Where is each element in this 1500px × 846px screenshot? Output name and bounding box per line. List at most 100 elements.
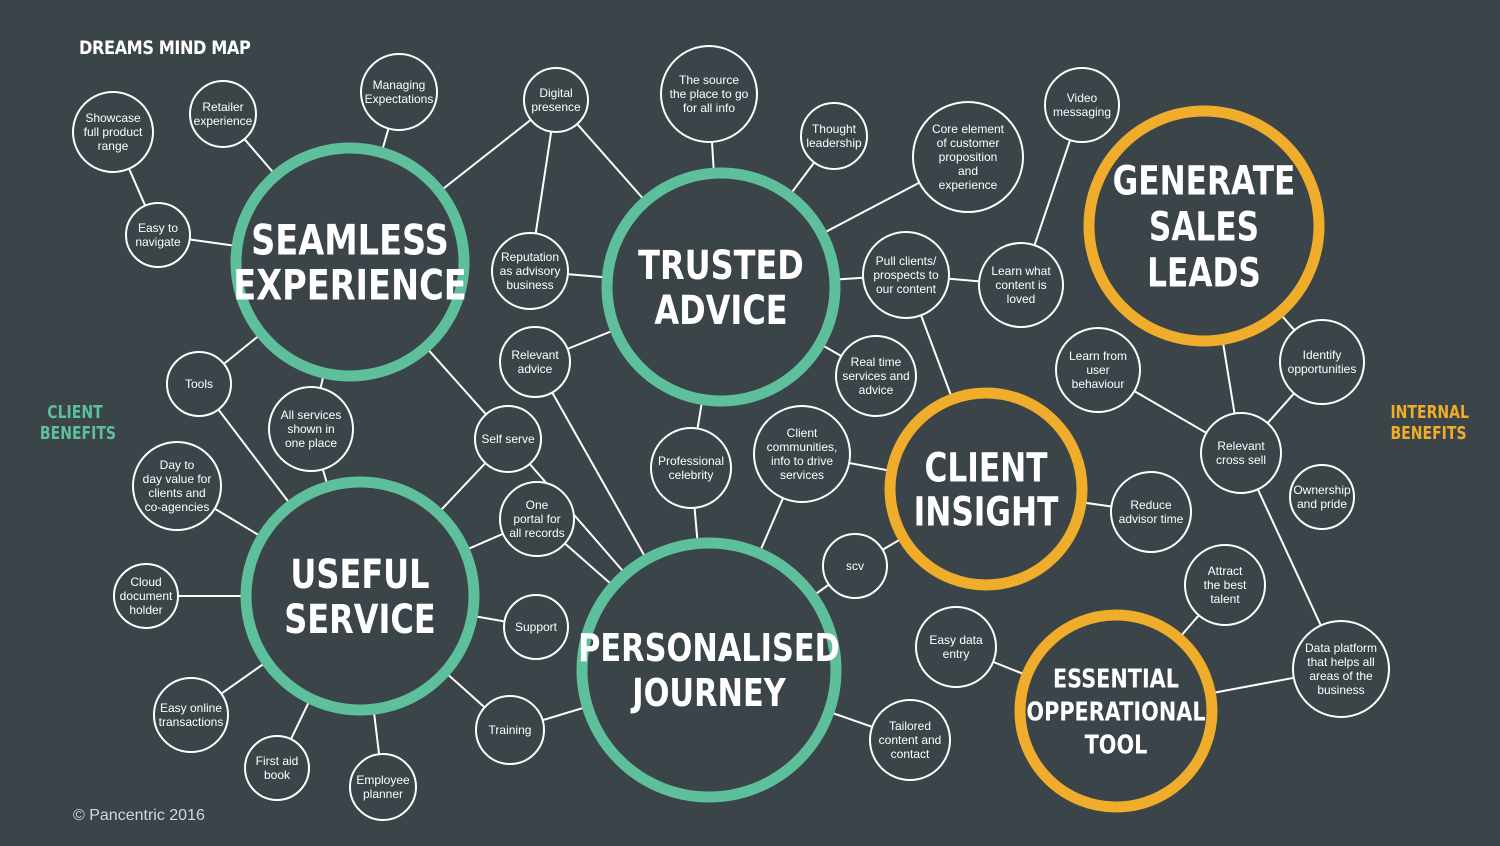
node-label-learn-from-user-2: behaviour <box>1072 377 1125 391</box>
node-circle-cloud-document <box>113 563 179 629</box>
node-label-reduce-advisor-1: advisor time <box>1119 512 1184 526</box>
client-benefits-line-1: CLIENT <box>47 402 103 423</box>
hub-label-essential-operational-tool-0: ESSENTIAL <box>1053 663 1179 694</box>
node-circle-professional-celebrity <box>650 427 732 509</box>
node-label-cloud-document-0: Cloud <box>130 575 161 589</box>
node-circle-easy-online <box>153 677 229 753</box>
node-label-all-services-1: shown in <box>287 422 334 436</box>
node-label-relevant-advice-1: advice <box>518 362 553 376</box>
node-label-real-time-2: advice <box>859 383 894 397</box>
node-label-training-0: Training <box>489 723 532 737</box>
node-label-easy-to-navigate-1: navigate <box>135 235 181 249</box>
node-label-client-communities-0: Client <box>787 426 818 440</box>
node-circle-relevant-advice <box>499 326 571 398</box>
node-label-pull-clients-0: Pull clients/ <box>876 254 937 268</box>
node-label-pull-clients-1: prospects to <box>873 268 939 282</box>
node-circle-relevant-cross-sell <box>1200 412 1282 494</box>
node-label-learn-what-0: Learn what <box>991 264 1051 278</box>
node-label-digital-presence-1: presence <box>531 100 581 114</box>
node-label-core-element-4: experience <box>939 178 998 192</box>
node-label-first-aid-book-0: First aid <box>256 754 299 768</box>
node-label-cloud-document-2: holder <box>129 603 162 617</box>
node-scv: scv <box>822 533 888 599</box>
node-circle-ownership <box>1289 464 1355 530</box>
node-label-the-source-2: for all info <box>683 101 735 115</box>
node-label-retailer-experience-0: Retailer <box>202 100 243 114</box>
node-label-identify-opportunities-1: opportunities <box>1288 362 1357 376</box>
node-label-ownership-0: Ownership <box>1293 483 1351 497</box>
node-circle-data-platform <box>1292 620 1390 718</box>
hub-label-seamless-experience-0: SEAMLESS <box>251 216 449 265</box>
node-label-employee-planner-0: Employee <box>356 773 410 787</box>
node-label-one-portal-2: all records <box>509 526 564 540</box>
hub-circle-seamless-experience <box>230 142 470 382</box>
hub-label-client-insight-1: INSIGHT <box>914 490 1059 536</box>
hub-circle-essential-operational-tool <box>1014 609 1218 813</box>
node-label-thought-leadership-0: Thought <box>812 122 857 136</box>
node-label-scv-0: scv <box>846 559 864 573</box>
node-label-day-to-day-3: co-agencies <box>145 500 210 514</box>
node-label-video-messaging-1: messaging <box>1053 105 1111 119</box>
node-label-retailer-experience-1: experience <box>194 114 253 128</box>
node-label-self-serve-0: Self serve <box>481 432 535 446</box>
node-label-day-to-day-0: Day to <box>160 458 195 472</box>
node-label-data-platform-0: Data platform <box>1305 641 1377 655</box>
node-label-relevant-cross-sell-0: Relevant <box>1217 439 1265 453</box>
node-circle-reduce-advisor <box>1110 471 1192 553</box>
node-label-easy-data-entry-0: Easy data <box>929 633 983 647</box>
hub-label-generate-sales-leads-0: GENERATE <box>1113 159 1296 205</box>
hub-label-useful-service-0: USEFUL <box>290 550 429 597</box>
client-benefits-label: CLIENT BENEFITS <box>40 402 116 444</box>
node-circle-digital-presence <box>523 67 589 133</box>
internal-benefits-line-2: BENEFITS <box>1390 423 1467 444</box>
node-circle-employee-planner <box>349 753 417 821</box>
node-label-easy-online-0: Easy online <box>160 701 222 715</box>
hub-label-generate-sales-leads-2: LEADS <box>1147 251 1261 297</box>
node-circle-learn-what <box>978 242 1064 328</box>
node-label-learn-from-user-0: Learn from <box>1069 349 1127 363</box>
node-label-learn-what-2: loved <box>1007 292 1036 306</box>
node-circle-easy-to-navigate <box>125 202 191 268</box>
node-circle-self-serve <box>474 405 542 473</box>
node-label-managing-expectations-0: Managing <box>373 78 426 92</box>
node-label-data-platform-3: business <box>1317 683 1364 697</box>
node-support: Support <box>503 594 569 660</box>
node-circle-tailored-content <box>869 699 951 781</box>
node-label-tailored-content-2: contact <box>891 747 930 761</box>
node-label-first-aid-book-1: book <box>264 768 291 782</box>
node-label-support-0: Support <box>515 620 558 634</box>
node-self-serve: Self serve <box>474 405 542 473</box>
node-label-ownership-1: and pride <box>1297 497 1347 511</box>
node-label-professional-celebrity-0: Professional <box>658 454 724 468</box>
internal-benefits-line-1: INTERNAL <box>1390 402 1469 423</box>
node-label-easy-online-1: transactions <box>159 715 224 729</box>
node-label-all-services-2: one place <box>285 436 337 450</box>
node-label-data-platform-2: areas of the <box>1309 669 1373 683</box>
node-circle-tools <box>166 351 232 417</box>
node-label-professional-celebrity-1: celebrity <box>669 468 714 482</box>
hub-circle-trusted-advice <box>601 167 841 407</box>
node-circle-identify-opportunities <box>1279 319 1365 405</box>
node-circle-all-services <box>268 386 354 472</box>
internal-benefits-label: INTERNAL BENEFITS <box>1390 402 1469 444</box>
node-label-data-platform-1: that helps all <box>1307 655 1374 669</box>
node-label-relevant-cross-sell-1: cross sell <box>1216 453 1266 467</box>
node-label-digital-presence-0: Digital <box>539 86 572 100</box>
